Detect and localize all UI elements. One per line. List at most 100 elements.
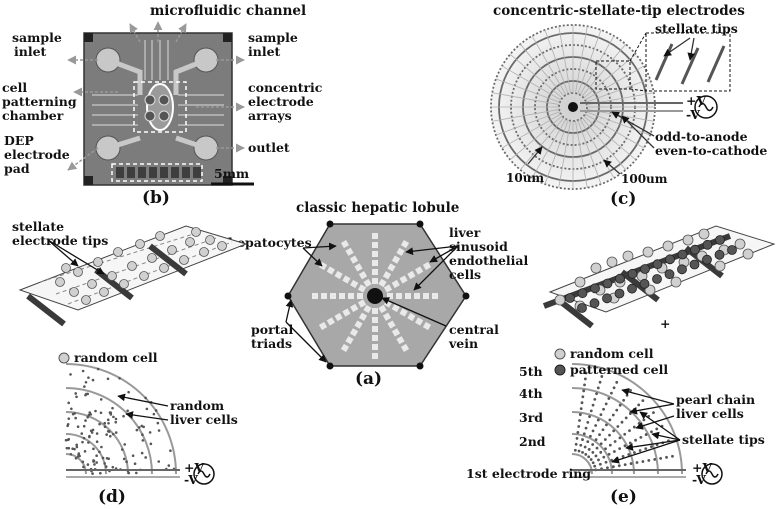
patterned-cell — [614, 288, 625, 299]
random-liver-cell-dot — [75, 395, 78, 399]
random-liver-cell-dot — [73, 447, 76, 451]
stellate-spoke — [586, 111, 651, 136]
patterned-cell — [639, 278, 650, 289]
chained-liver-cell-dot — [604, 447, 607, 451]
patterned-cell — [602, 293, 612, 304]
chained-liver-cell-dot — [583, 377, 587, 381]
e-patterned-legend-icon — [554, 364, 566, 376]
panel-a-lobule — [284, 220, 470, 370]
chained-liver-cell-dot — [607, 397, 611, 400]
panel-d-perspective — [18, 225, 248, 485]
chained-liver-cell-dot — [582, 432, 586, 436]
random-liver-cell-dot — [140, 424, 144, 428]
corner-mark — [223, 176, 232, 185]
chained-liver-cell-dot — [581, 438, 584, 441]
chained-liver-cell-dot — [591, 403, 595, 407]
random-liver-cell-dot — [87, 376, 90, 379]
random-liver-cell-dot — [76, 455, 80, 458]
stellate-spoke — [509, 115, 563, 161]
patterned-cell — [627, 268, 638, 279]
chip-leaders — [67, 21, 245, 171]
random-liver-cell-dot — [66, 423, 70, 426]
random-liver-cell-dot — [67, 401, 70, 405]
chained-liver-cell-dot — [647, 459, 651, 462]
random-liver-cell-dot — [145, 407, 149, 411]
chained-liver-cell-dot — [638, 449, 642, 452]
panel-c-rings — [490, 24, 731, 190]
chained-liver-cell-dot — [594, 424, 598, 427]
chained-liver-cell-dot — [617, 464, 621, 468]
chained-liver-cell-dot — [637, 403, 641, 407]
chained-liver-cell-dot — [591, 461, 595, 465]
d-stellate-1: stellate — [12, 219, 64, 234]
chained-liver-cell-dot — [586, 440, 590, 444]
d-random-cell-legend: random cell — [74, 350, 158, 365]
e-ring-3rd: 3rd — [519, 410, 543, 425]
a-liver-1: liver — [449, 225, 481, 240]
random-cell — [217, 241, 227, 251]
random-cell — [662, 240, 674, 252]
random-liver-cell-dot — [106, 377, 110, 381]
random-liver-cell-dot — [122, 414, 125, 418]
stellate-spoke — [583, 53, 637, 99]
random-liver-cell-dot — [74, 456, 78, 460]
random-liver-cell-dot — [127, 390, 130, 394]
a-portal-1: portal — [251, 322, 294, 337]
chained-liver-cell-dot — [584, 371, 588, 375]
random-liver-cell-dot — [131, 454, 135, 458]
patterned-cell — [702, 254, 712, 265]
patterned-cell — [677, 249, 688, 260]
b-cell-patterning-3: chamber — [2, 108, 64, 123]
random-liver-cell-dot — [141, 439, 145, 442]
b-concentric-1: concentric — [248, 80, 323, 95]
random-liver-cell-dot — [120, 448, 124, 451]
chained-liver-cell-dot — [620, 420, 624, 424]
random-liver-cell-dot — [91, 472, 94, 475]
chained-liver-cell-dot — [603, 438, 607, 441]
random-liver-cell-dot — [74, 416, 77, 420]
chained-liver-cell-dot — [602, 407, 605, 411]
random-cell — [127, 261, 137, 271]
random-liver-cell-dot — [103, 425, 107, 429]
random-liver-cell-dot — [114, 417, 118, 421]
center-electrode — [568, 102, 578, 112]
random-liver-cell-dot — [75, 443, 78, 447]
panel-label-a: (a) — [355, 369, 382, 389]
chained-liver-cell-dot — [579, 407, 583, 411]
stellate-spoke — [577, 120, 602, 185]
patterned-cell — [627, 283, 637, 294]
patterned-cell — [664, 269, 675, 280]
random-liver-cell-dot — [108, 411, 112, 414]
random-liver-cell-dot — [67, 446, 71, 450]
a-leaders — [285, 242, 459, 363]
chained-liver-cell-dot — [602, 455, 606, 459]
random-cell — [99, 287, 109, 297]
random-liver-cell-dot — [114, 431, 118, 434]
random-liver-cell-dot — [169, 449, 172, 453]
chained-liver-cell-dot — [637, 422, 641, 425]
d-minus-v: -V — [184, 472, 198, 487]
e-minus-v: -V — [692, 472, 706, 487]
chained-liver-cell-dot — [587, 455, 591, 459]
chained-liver-cell-dot — [581, 451, 584, 454]
random-cell — [113, 247, 123, 257]
random-liver-cell-dot — [92, 459, 95, 462]
stellate-spoke — [509, 53, 563, 99]
chained-liver-cell-dot — [578, 419, 581, 422]
random-liver-cell-dot — [105, 433, 108, 436]
random-cell — [670, 276, 682, 288]
random-liver-cell-dot — [92, 447, 95, 451]
b-scale-5mm: 5mm — [214, 166, 249, 181]
random-liver-cell-dot — [157, 429, 161, 432]
chained-liver-cell-dot — [606, 466, 609, 470]
electrode-ring-arc — [65, 363, 177, 475]
chained-liver-cell-dot — [581, 395, 585, 399]
e-random-cell-legend: random cell — [570, 346, 654, 361]
chained-liver-cell-dot — [589, 434, 592, 438]
random-liver-cell-dot — [109, 434, 112, 438]
chained-liver-cell-dot — [583, 445, 587, 449]
random-cell — [61, 263, 71, 273]
chained-liver-cell-dot — [594, 438, 598, 441]
chained-liver-cell-dot — [652, 411, 655, 415]
chained-liver-cell-dot — [601, 428, 605, 432]
